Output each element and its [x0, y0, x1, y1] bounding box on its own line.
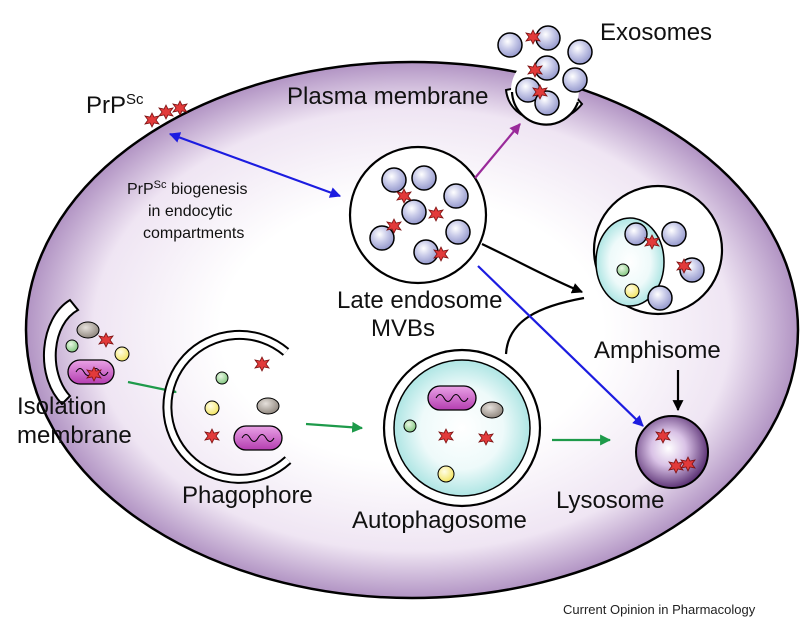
green-cargo: [65, 339, 79, 353]
biogenesis-text-line1: PrPSc biogenesis: [127, 179, 247, 198]
biogenesis-arrow: [168, 132, 342, 198]
amphisome-vesicle: [647, 285, 673, 311]
green-cargo: [616, 263, 630, 277]
amphisome-inner-vesicle: [624, 222, 648, 246]
intraluminal-vesicle: [411, 165, 437, 191]
lysosome: [635, 415, 709, 489]
autophagosome: [382, 348, 542, 508]
intraluminal-vesicle: [369, 225, 395, 251]
intraluminal-vesicle: [401, 199, 427, 225]
yellow-cargo: [204, 400, 220, 416]
mvb-to-amphisome-arrow: [481, 243, 584, 294]
biogenesis-text-line3: compartments: [143, 225, 244, 242]
exosomes-label: Exosomes: [600, 19, 712, 46]
prpsc-label: PrPSc: [86, 91, 144, 119]
plasma-membrane-label: Plasma membrane: [287, 83, 488, 110]
membrane-label: membrane: [17, 422, 132, 449]
exosome-release-arrow: [474, 123, 521, 179]
grey-cargo: [480, 401, 504, 419]
mvb-to-lysosome-arrow: [477, 265, 644, 427]
grey-cargo: [76, 321, 100, 339]
phagophore: [162, 329, 292, 484]
isolation-membrane: [42, 298, 130, 406]
autophagosome-label: Autophagosome: [352, 507, 527, 534]
intraluminal-vesicle: [413, 239, 439, 265]
green-cargo: [215, 371, 229, 385]
intraluminal-vesicle: [443, 183, 469, 209]
green-cargo: [403, 419, 417, 433]
journal-credit: Current Opinion in Pharmacology: [563, 602, 756, 617]
biogenesis-text-line2: in endocytic: [148, 203, 233, 220]
exosome: [567, 39, 593, 65]
amphisome: [592, 184, 724, 316]
phagophore-label: Phagophore: [182, 482, 313, 509]
exosome: [497, 32, 523, 58]
mvbs-label: MVBs: [371, 315, 435, 342]
intraluminal-vesicle: [445, 219, 471, 245]
yellow-cargo: [437, 465, 455, 483]
amphisome-vesicle: [661, 221, 687, 247]
phagophore-to-autophagosome-arrow: [305, 421, 364, 433]
late-endosome-label: Late endosome: [337, 287, 502, 314]
intraluminal-vesicle: [381, 167, 407, 193]
isolation-label: Isolation: [17, 393, 106, 420]
exosome: [562, 67, 588, 93]
exosome-cluster: [497, 25, 593, 116]
grey-cargo: [256, 397, 280, 415]
amphisome-label: Amphisome: [594, 337, 721, 364]
exosome: [535, 25, 561, 51]
yellow-cargo: [114, 346, 130, 362]
lysosome-label: Lysosome: [556, 487, 665, 514]
yellow-cargo: [624, 283, 640, 299]
late-endosome-mvb: [348, 145, 488, 285]
